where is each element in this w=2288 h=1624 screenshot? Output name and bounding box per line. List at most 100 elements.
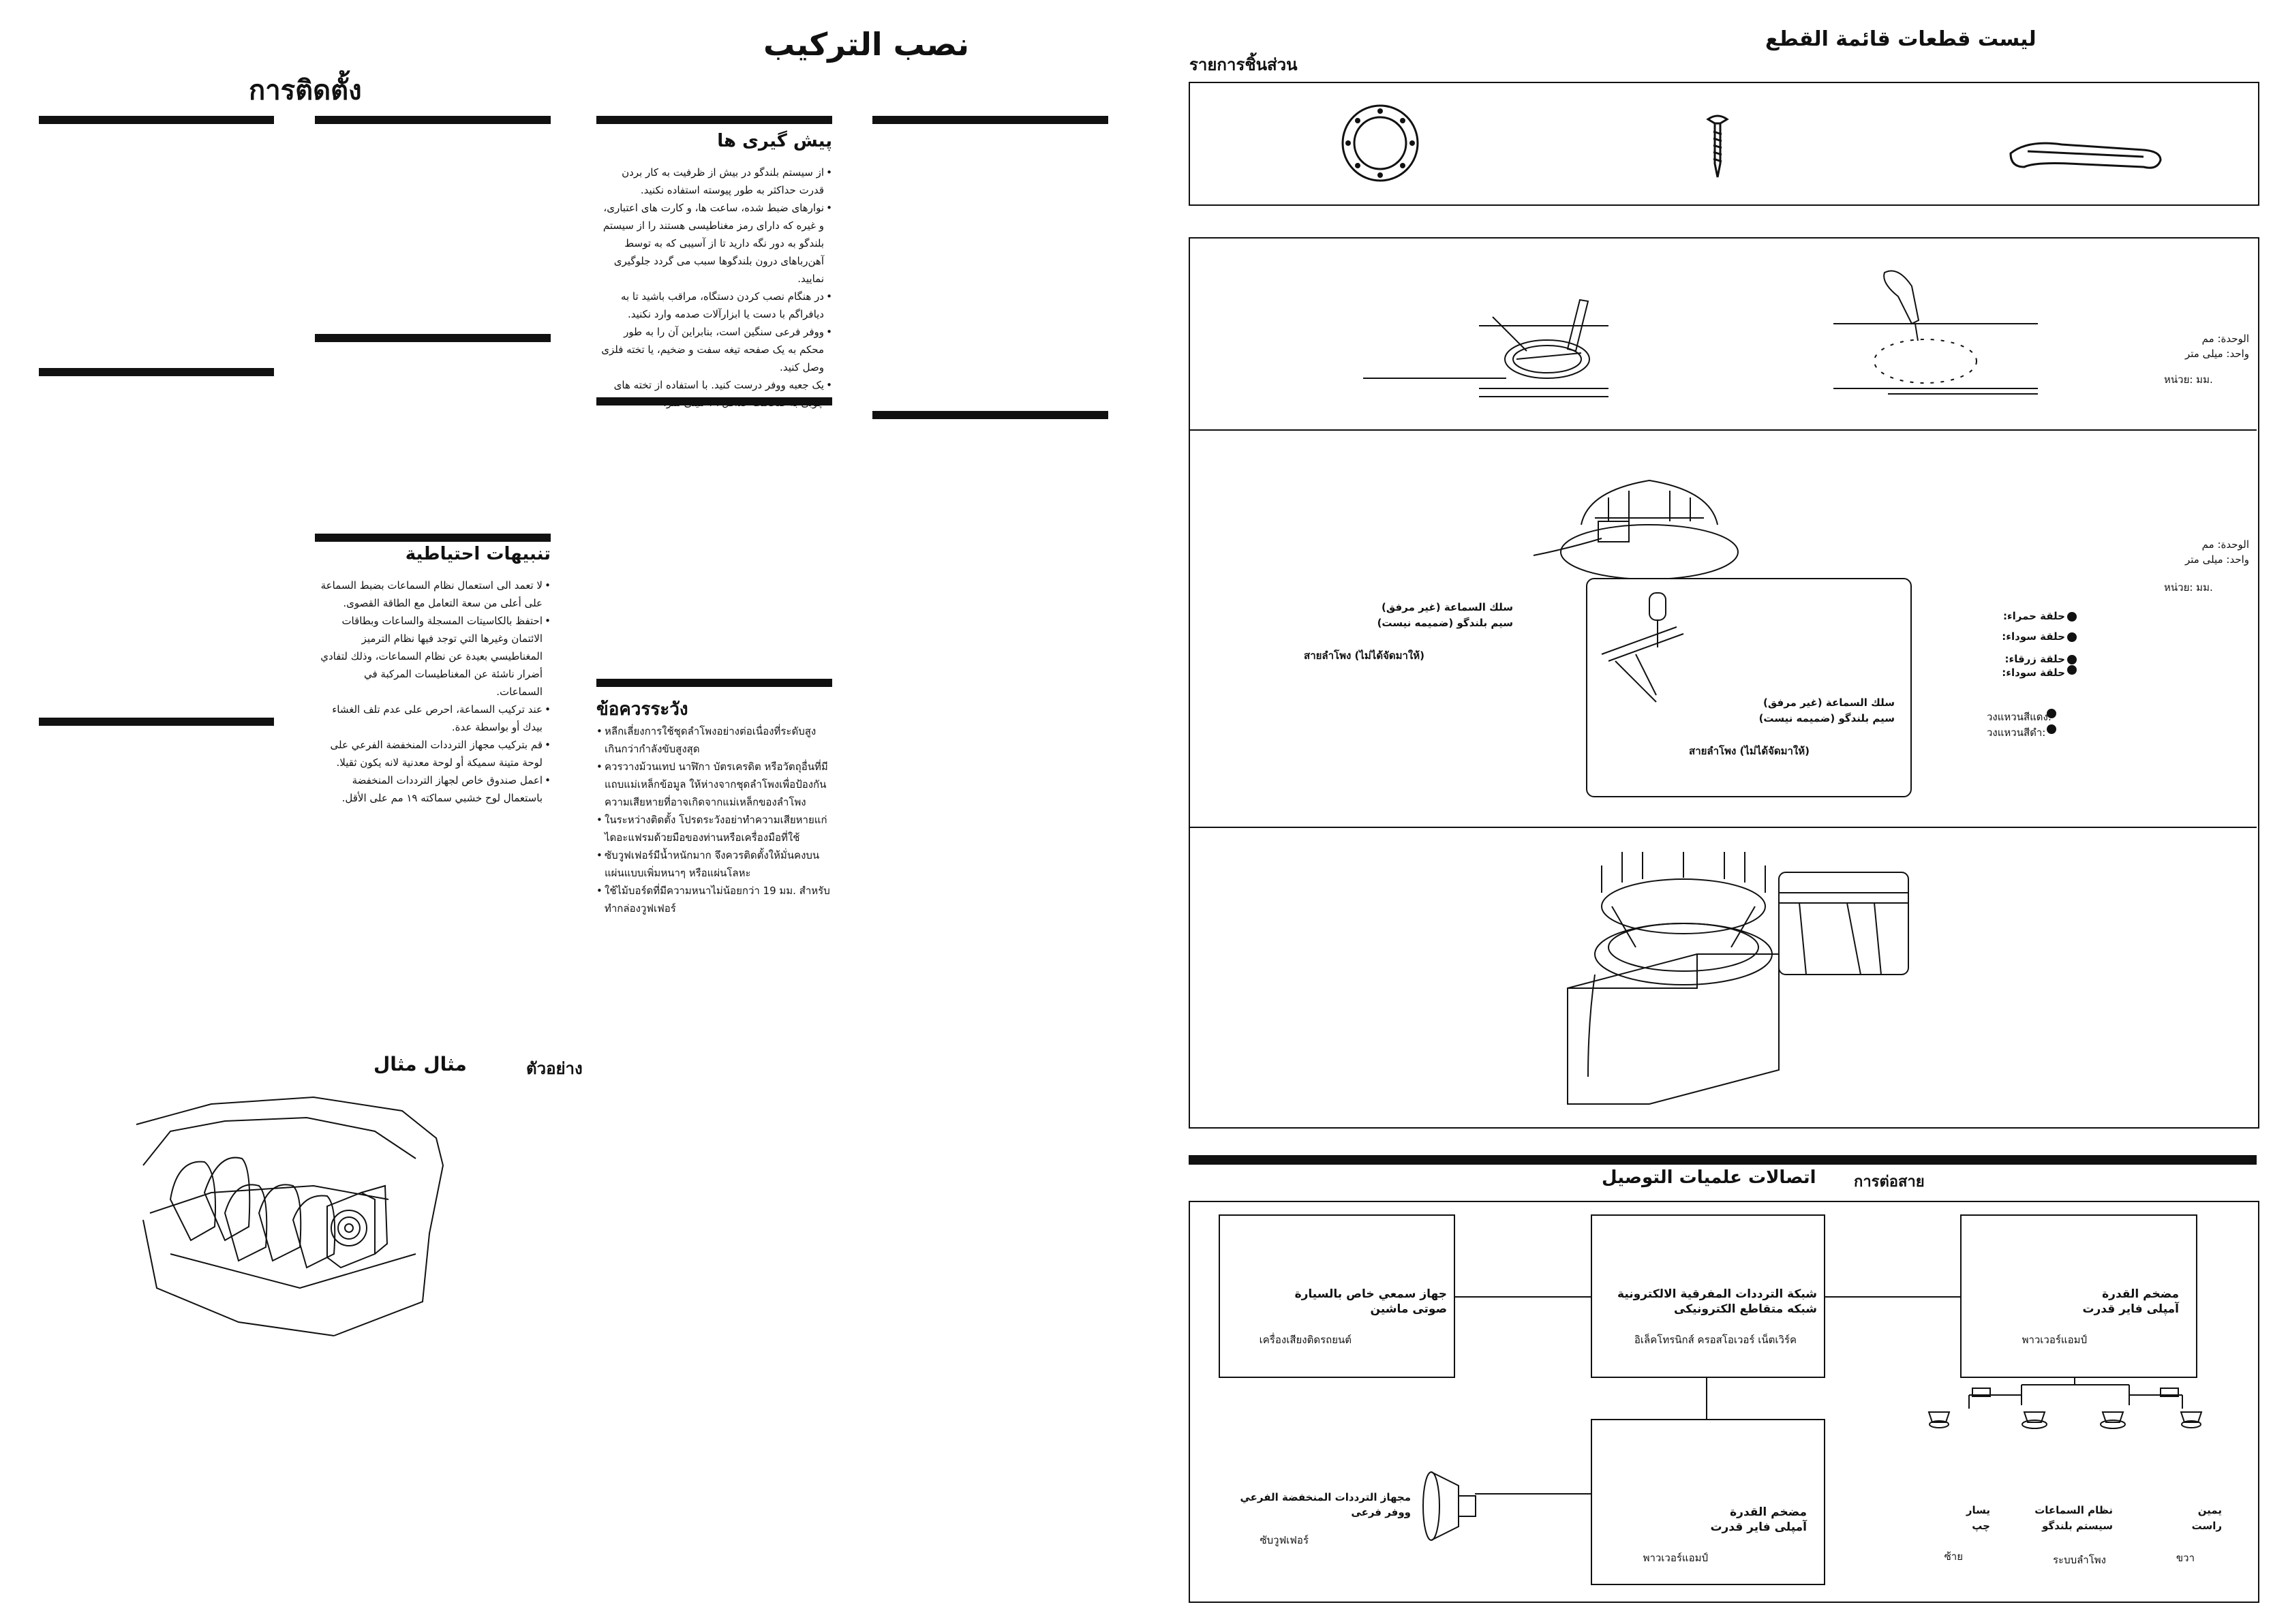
parts-list-title-arabic: ليست قطعات قائمة القطع	[1765, 27, 2037, 51]
right-speaker-label-thai: ขวา	[2176, 1552, 2195, 1564]
column-bar	[39, 116, 274, 124]
list-item: از سیستم بلندگو در بیش از ظرفیت به کار ب…	[596, 164, 832, 199]
crossover-box: شبكة الترددات المفرقية الالكترونية شبکه …	[1591, 1214, 1825, 1378]
list-item: احتفظ بالكاسيتات المسجلة والساعات وبطاقا…	[315, 612, 551, 701]
page-title-arabic: نصب التركيب	[763, 26, 969, 63]
car-audio-label-thai: เครื่องเสียงติดรถยนต์	[1259, 1334, 1352, 1346]
connections-title-arabic: اتصالات علميات التوصيل	[1602, 1167, 1816, 1188]
step-divider	[1190, 429, 2257, 431]
car-audio-label-arabic: جهاز سمعي خاص بالسيارة	[1294, 1287, 1447, 1301]
speaker-cord-label-arabic: سلك السماعة (غير مرفق)	[1382, 601, 1513, 613]
power-amp-bottom-label-persian: آمپلی فایر قدرت	[1710, 1520, 1807, 1534]
persian-precautions-list: از سیستم بلندگو در بیش از ظرفیت به کار ب…	[596, 164, 832, 412]
ring-black-label: حلقة سوداء:	[2002, 630, 2065, 643]
power-amp-top-label-thai: พาวเวอร์แอมป์	[2022, 1334, 2087, 1346]
subwoofer-label-thai: ซับวูฟเฟอร์	[1260, 1534, 1309, 1546]
mounting-diagram	[1567, 852, 1909, 1105]
page-title-thai: การติดตั้ง	[249, 75, 362, 106]
unit-label-thai: หน่วย: มม.	[2164, 581, 2213, 594]
gasket-ring-icon	[1341, 104, 1419, 182]
connections-header-bar	[1189, 1155, 2257, 1165]
ring-red-label: حلقة حمراء:	[2002, 610, 2065, 622]
parts-list-title-thai: รายการชิ้นส่วน	[1189, 55, 1298, 74]
ring-green-label: حلقة سوداء:	[2002, 667, 2065, 679]
list-item: ควรวางม้วนเทป นาฬิกา บัตรเครดิต หรือวัตถ…	[596, 758, 832, 811]
list-item: ใช้ไม้บอร์ดที่มีความหนาไม่น้อยกว่า 19 มม…	[596, 882, 832, 917]
column-bar	[315, 334, 551, 342]
power-amp-bottom-label-thai: พาวเวอร์แอมป์	[1643, 1552, 1708, 1564]
arabic-precautions-title: تنبيهات احتياطية	[405, 544, 551, 564]
speaker-system-label-persian: سیستم بلندگو	[2042, 1520, 2113, 1532]
arabic-precautions-list: لا تعمد الى استعمال نظام السماعات بضبط ا…	[315, 577, 551, 807]
wiring-detail-inset	[1586, 578, 1912, 797]
marking-hole-diagram	[1363, 298, 1608, 397]
drilling-holes-diagram	[1833, 270, 2038, 395]
power-amp-top-box: مضخم القدرة آمپلی فایر قدرت พาวเวอร์แอมป…	[1960, 1214, 2197, 1378]
persian-precautions-title: پیش گیری ها	[717, 131, 832, 151]
column-bar	[39, 368, 274, 376]
speaker-wiring-diagram	[1533, 479, 1739, 580]
inset-cord-label-arabic: سلك السماعة (غير مرفق)	[1763, 696, 1895, 709]
example-title-thai: ตัวอย่าง	[526, 1059, 583, 1078]
car-audio-box: جهاز سمعي خاص بالسيارة صوتی ماشین เครื่อ…	[1219, 1214, 1455, 1378]
column-bar	[872, 116, 1108, 124]
connection-lines	[1454, 1296, 2183, 1495]
list-item: ในระหว่างติดตั้ง โปรดระวังอย่าทำความเสีย…	[596, 811, 832, 846]
example-title-arabic: مثال مثال	[373, 1053, 467, 1075]
screw-icon	[1706, 114, 1729, 178]
list-item: یک جعبه ووفر درست کنید. با استفاده از تخ…	[596, 376, 832, 412]
subwoofer-icon	[1422, 1471, 1476, 1541]
speaker-system-label-arabic: نظام السماعات	[2034, 1504, 2113, 1516]
cushion-strip-icon	[2009, 142, 2162, 169]
subwoofer-label-arabic: مجهاز الترددات المنخفضة الفرعي	[1240, 1491, 1411, 1503]
unit-label-arabic: الوحدة: مم	[2201, 333, 2249, 345]
power-amp-top-label-arabic: مضخم القدرة	[2102, 1287, 2179, 1301]
power-amp-bottom-label-arabic: مضخم القدرة	[1730, 1505, 1807, 1519]
list-item: عند تركيب السماعة، احرص على عدم تلف الغش…	[315, 701, 551, 736]
left-speaker-label-thai: ซ้าย	[1944, 1550, 1963, 1563]
list-item: در هنگام نصب کردن دستگاه، مراقب باشید تا…	[596, 288, 832, 323]
thai-precautions-list: หลีกเลี่ยงการใช้ชุดลำโพงอย่างต่อเนื่องที…	[596, 722, 832, 917]
crossover-label-arabic: شبكة الترددات المفرقية الالكترونية	[1617, 1287, 1817, 1301]
speaker-cord-label-persian: سیم بلندگو (ضمیمه نیست)	[1377, 617, 1513, 629]
list-item: หลีกเลี่ยงการใช้ชุดลำโพงอย่างต่อเนื่องที…	[596, 722, 832, 758]
step-divider	[1190, 827, 2257, 828]
list-item: اعمل صندوق خاص لجهاز الترددات المنخفضة ب…	[315, 771, 551, 807]
car-audio-label-persian: صوتی ماشین	[1370, 1302, 1447, 1316]
car-installation-illustration	[136, 1096, 444, 1336]
left-speaker-label-persian: چپ	[1972, 1520, 1990, 1532]
speaker-cord-label-thai: สายลำโพง (ไม่ได้จัดมาให้)	[1304, 649, 1424, 662]
list-item: نوارهای ضبط شده، ساعت ها، و کارت های اعت…	[596, 199, 832, 288]
column-bar	[315, 116, 551, 124]
subwoofer-label-persian: ووفر فرعی	[1351, 1506, 1411, 1518]
power-amp-top-label-persian: آمپلی فایر قدرت	[2082, 1302, 2179, 1316]
left-speaker-label-arabic: يسار	[1966, 1504, 1990, 1516]
column-bar	[596, 116, 832, 124]
right-speaker-label-arabic: يمين	[2197, 1504, 2222, 1516]
polarity-icons	[2047, 612, 2077, 734]
column-bar	[315, 534, 551, 542]
terminal-detail-diagram	[1601, 592, 1684, 703]
list-item: ซับวูฟเฟอร์มีน้ำหนักมาก จึงควรติดตั้งให้…	[596, 846, 832, 882]
thai-precautions-title: ข้อควรระวัง	[596, 699, 688, 720]
inset-cord-label-thai: สายลำโพง (ไม่ได้จัดมาให้)	[1689, 745, 1810, 757]
speaker-system-label-thai: ระบบลำโพง	[2052, 1554, 2106, 1566]
crossover-label-thai: อิเล็คโทรนิกส์ ครอสโอเวอร์ เน็ตเวิร์ค	[1634, 1334, 1797, 1346]
column-bar	[596, 679, 832, 687]
list-item: قم بتركيب مجهاز الترددات المنخفضة الفرعي…	[315, 736, 551, 771]
unit-label-persian: واحد: میلی متر	[2184, 348, 2249, 360]
crossover-label-persian: شبکه متقاطع الکترونیکی	[1674, 1302, 1817, 1316]
list-item: لا تعمد الى استعمال نظام السماعات بضبط ا…	[315, 577, 551, 612]
power-amp-bottom-box: مضخم القدرة آمپلی فایر قدرت พาวเวอร์แอมป…	[1591, 1419, 1825, 1585]
parts-list-frame	[1189, 82, 2259, 206]
list-item: ووفر فرعی سنگین است، بنابراین آن را به ط…	[596, 323, 832, 376]
ring-blue-label: حلقة زرقاء:	[2004, 653, 2065, 665]
unit-label-thai: หน่วย: มม.	[2164, 373, 2213, 386]
thai-ring-red-label: วงแหวนสีแดง:	[1987, 711, 2051, 723]
speaker-system-icons	[1927, 1388, 2203, 1429]
unit-label-arabic: الوحدة: مم	[2201, 538, 2249, 551]
connections-title-thai: การต่อสาย	[1854, 1174, 1925, 1191]
thai-ring-black-label: วงแหวนสีดำ:	[1987, 726, 2046, 739]
right-speaker-label-persian: راست	[2191, 1520, 2222, 1532]
column-bar	[39, 718, 274, 726]
